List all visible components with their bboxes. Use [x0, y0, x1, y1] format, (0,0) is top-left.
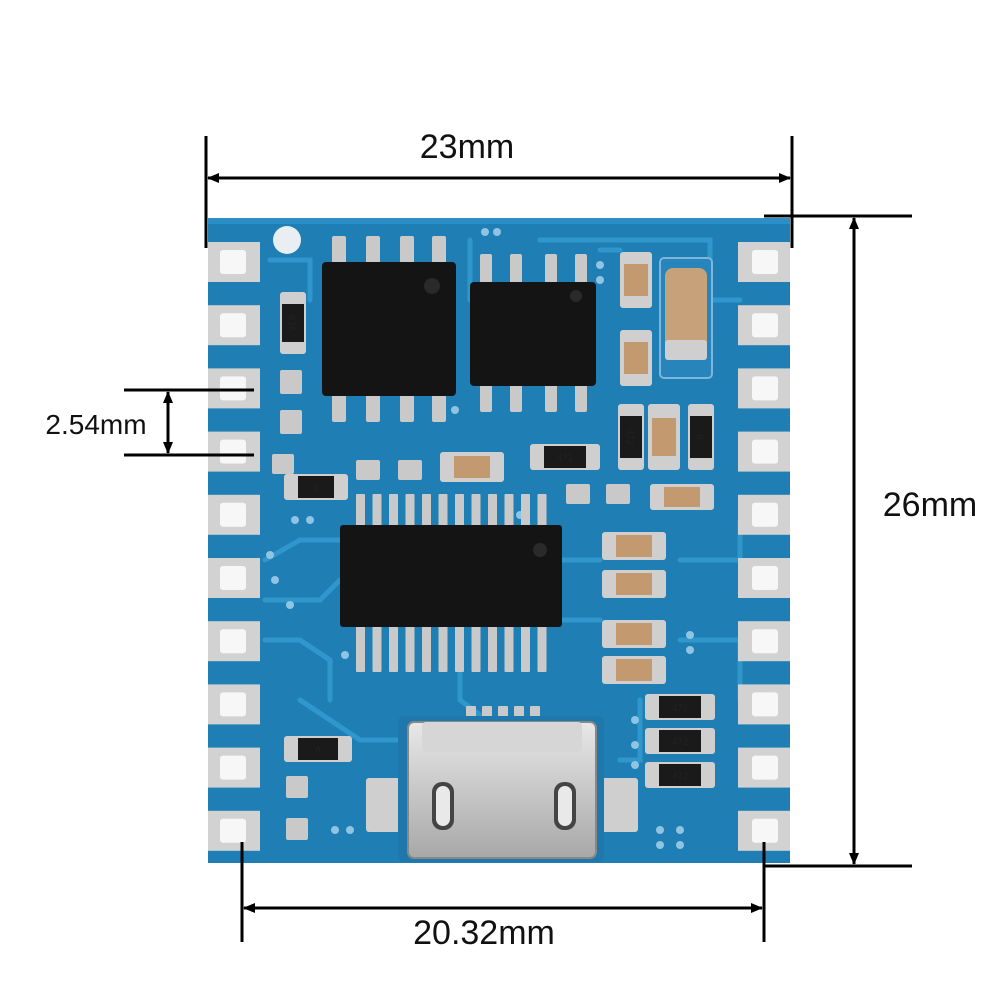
tssop-chip-center — [340, 494, 562, 672]
pin-span-label: 20.32mm — [413, 914, 555, 952]
castellated-pin — [208, 810, 260, 851]
smd-resistors-vertical: 01A 472 0 — [280, 292, 714, 470]
tssop-pin — [504, 624, 514, 672]
electrolytic-capacitor — [659, 257, 713, 379]
soic8-chip-right — [470, 254, 596, 412]
castellated-pin — [738, 242, 790, 282]
castellated-pin — [738, 747, 790, 788]
tssop-pin — [521, 494, 530, 528]
tssop-pin — [455, 624, 464, 672]
tssop-pin — [372, 624, 382, 672]
castellated-pin — [208, 684, 260, 725]
tssop-pin — [405, 624, 415, 672]
castellated-pin — [738, 558, 790, 598]
soic8-chip-left — [322, 236, 456, 422]
castellated-pin — [738, 684, 790, 725]
tssop-pin — [356, 624, 365, 672]
resistor-r5: 472 — [645, 762, 715, 788]
resistor-mark: 472 — [557, 454, 573, 464]
tssop-pin — [521, 624, 530, 672]
width-label: 23mm — [420, 128, 514, 166]
smd-resistors: 472 472 472 472 0 0 — [284, 444, 715, 788]
tssop-pin — [356, 494, 365, 528]
tssop-pin — [537, 624, 547, 672]
castellated-pin — [208, 305, 260, 346]
castellated-pin — [738, 368, 790, 409]
resistor-mark: 0 — [313, 484, 318, 494]
tssop-pin — [471, 624, 481, 672]
resistor-mark: 472 — [624, 429, 634, 445]
tssop-pin — [438, 494, 448, 528]
castellated-pin — [208, 431, 260, 472]
resistor-r2: 472 — [530, 444, 600, 470]
pitch-label: 2.54mm — [45, 409, 146, 440]
resistor-mark: 472 — [672, 738, 688, 748]
dimension-annotations — [124, 136, 912, 942]
tssop-pin — [537, 494, 547, 528]
tssop-pin — [488, 624, 497, 672]
resistor-mark: 472 — [672, 704, 688, 714]
tssop-pin — [455, 494, 464, 528]
castellated-pin — [208, 747, 260, 788]
castellated-pin — [738, 621, 790, 662]
resistor-r8: 0 — [284, 736, 352, 762]
castellated-pin — [208, 494, 260, 535]
tssop-pin — [405, 494, 415, 528]
pcb-top-highlight — [208, 218, 790, 224]
tssop-pin — [471, 494, 481, 528]
tssop-pin — [504, 494, 514, 528]
vias — [266, 226, 694, 849]
pcb-board: 472 472 472 472 0 0 — [208, 218, 790, 863]
tssop-pin — [422, 494, 431, 528]
resistor-mark: 01A — [286, 315, 296, 332]
resistor-mark: 472 — [672, 772, 688, 782]
resistor-r4: 472 — [645, 728, 715, 754]
castellated-pin — [208, 621, 260, 662]
height-label: 26mm — [883, 486, 977, 524]
resistor-r7: 0 — [284, 474, 348, 500]
tssop-pin — [389, 494, 398, 528]
left-castellated-pins — [208, 242, 260, 851]
tssop-pin — [488, 494, 497, 528]
resistor-r1: 01A — [280, 292, 306, 354]
smd-capacitors — [440, 252, 714, 684]
small-smd-pads — [272, 370, 630, 840]
castellated-pin — [738, 494, 790, 535]
resistor-r9: 0 — [688, 404, 714, 470]
micro-usb-connector — [366, 706, 638, 862]
castellated-pin — [208, 368, 260, 409]
castellated-pin — [738, 305, 790, 346]
resistor-r3: 472 — [645, 694, 715, 720]
resistor-r6: 472 — [618, 404, 644, 470]
tssop-pin — [422, 624, 431, 672]
resistor-mark: 0 — [694, 434, 704, 439]
tssop-pin — [372, 494, 382, 528]
tssop-pin — [438, 624, 448, 672]
pcb-traces — [262, 237, 743, 763]
castellated-pin — [208, 242, 260, 282]
resistor-mark: 0 — [315, 746, 320, 756]
castellated-pin — [208, 558, 260, 598]
castellated-pin — [738, 431, 790, 472]
tssop-pin — [389, 624, 398, 672]
